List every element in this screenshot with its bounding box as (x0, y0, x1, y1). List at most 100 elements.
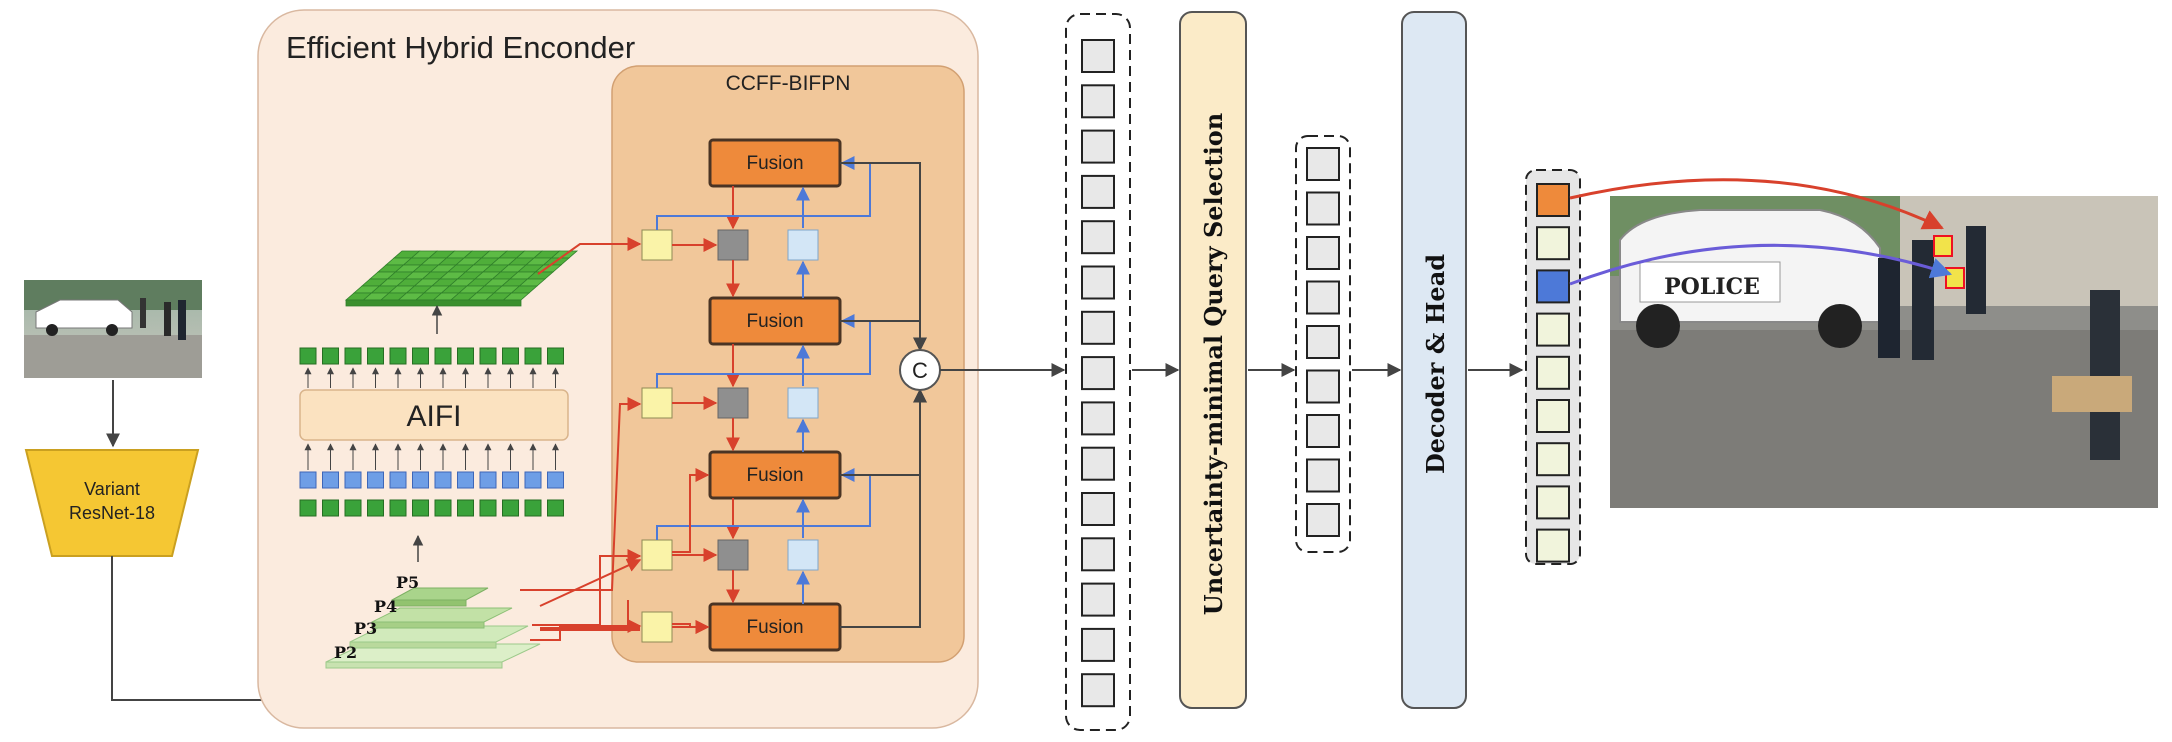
input-node (641, 539, 673, 571)
token-green (389, 347, 407, 365)
output-arrow-blue (1569, 243, 1952, 286)
token-green (479, 347, 497, 365)
upsample-node (787, 229, 819, 261)
encoder-token (1081, 174, 1115, 209)
output-query (1536, 442, 1570, 477)
token-blue (299, 471, 317, 489)
output-link (840, 162, 927, 352)
encoder-token (1081, 265, 1115, 300)
token-blue (524, 471, 542, 489)
encoder-token (1081, 310, 1115, 345)
selected-query (1306, 458, 1340, 493)
bifpn-title: CCFF-BIFPN (726, 72, 851, 95)
output-query (1536, 226, 1570, 261)
token-green (299, 347, 317, 365)
feature-grid-edge (345, 299, 522, 307)
encoder-token-cells (1081, 39, 1115, 708)
output-query (1536, 312, 1570, 347)
token-green (524, 499, 542, 517)
encoder-title: Efficient Hybrid Enconder (286, 30, 635, 65)
selected-query (1306, 236, 1340, 270)
red-input-arrows (520, 237, 642, 641)
output-query (1536, 269, 1570, 304)
selected-query (1306, 503, 1340, 537)
output-query (1536, 528, 1570, 563)
output-photo: POLICE (1610, 196, 2158, 508)
token-green (299, 499, 317, 517)
output-arrow-red (1569, 178, 1944, 230)
pyramid-label-p4: P4 (374, 597, 397, 616)
token-green (547, 347, 564, 365)
feature-grid (344, 250, 579, 307)
token-row-blue (299, 471, 564, 489)
fusion-label: Fusion (746, 617, 803, 638)
output-query (1536, 355, 1570, 390)
encoder-token (1081, 220, 1115, 255)
query-selection-panel (1179, 11, 1247, 709)
encoder-token (1081, 537, 1115, 572)
aifi-label: AIFI (406, 400, 461, 433)
token-green (524, 347, 542, 365)
backbone-block: Variant ResNet-18 (24, 449, 200, 557)
encoder-token (1081, 673, 1115, 708)
feature-pyramid: P5 P4 P3 P2 (325, 573, 541, 669)
selected-query (1306, 191, 1340, 226)
backbone-label-line2: ResNet-18 (69, 503, 155, 523)
output-query (1536, 485, 1570, 520)
downsample-node (717, 387, 749, 419)
token-green (344, 347, 362, 365)
encoder-token (1081, 39, 1115, 73)
output-query (1536, 183, 1570, 217)
pyramid-label-p2: P2 (334, 643, 357, 662)
selected-query (1306, 147, 1340, 181)
input-node (641, 229, 673, 261)
encoder-token (1081, 446, 1115, 481)
output-link (840, 320, 927, 352)
token-green (344, 499, 362, 517)
aifi-block (299, 389, 569, 441)
token-green (322, 499, 339, 517)
decoder-panel (1401, 11, 1467, 709)
token-blue (479, 471, 497, 489)
encoder-token (1081, 84, 1115, 119)
input-node (641, 387, 673, 419)
encoder-token (1081, 627, 1115, 662)
bifpn-links (656, 156, 927, 634)
token-arrows-top (304, 367, 559, 388)
fusion-label: Fusion (746, 465, 803, 486)
token-row-bottom (299, 499, 564, 517)
token-green (502, 499, 519, 517)
input-node (641, 611, 673, 643)
token-green (389, 499, 407, 517)
upsample-node (787, 539, 819, 571)
fusion-label: Fusion (746, 153, 803, 174)
selected-query (1306, 414, 1340, 448)
token-green (457, 499, 474, 517)
fusion-label: Fusion (746, 311, 803, 332)
backbone-label-line1: Variant (84, 479, 140, 499)
output-photo-car-lettering: POLICE (1664, 274, 1760, 300)
token-arrows-bottom (304, 443, 559, 470)
selected-query (1306, 369, 1340, 404)
token-green (322, 347, 339, 365)
selected-query (1306, 280, 1340, 315)
token-blue (547, 471, 564, 489)
output-link (840, 388, 927, 628)
token-green (367, 499, 384, 517)
token-blue (389, 471, 407, 489)
encoder-token (1081, 401, 1115, 436)
token-blue (457, 471, 474, 489)
encoder-token (1081, 582, 1115, 617)
token-blue (344, 471, 362, 489)
output-query-cells (1536, 183, 1570, 563)
token-blue (412, 471, 429, 489)
token-blue (434, 471, 452, 489)
output-query (1536, 399, 1570, 433)
encoder-token (1081, 492, 1115, 526)
token-blue (367, 471, 384, 489)
encoder-token (1081, 356, 1115, 391)
token-green (547, 499, 564, 517)
upsample-node (787, 387, 819, 419)
